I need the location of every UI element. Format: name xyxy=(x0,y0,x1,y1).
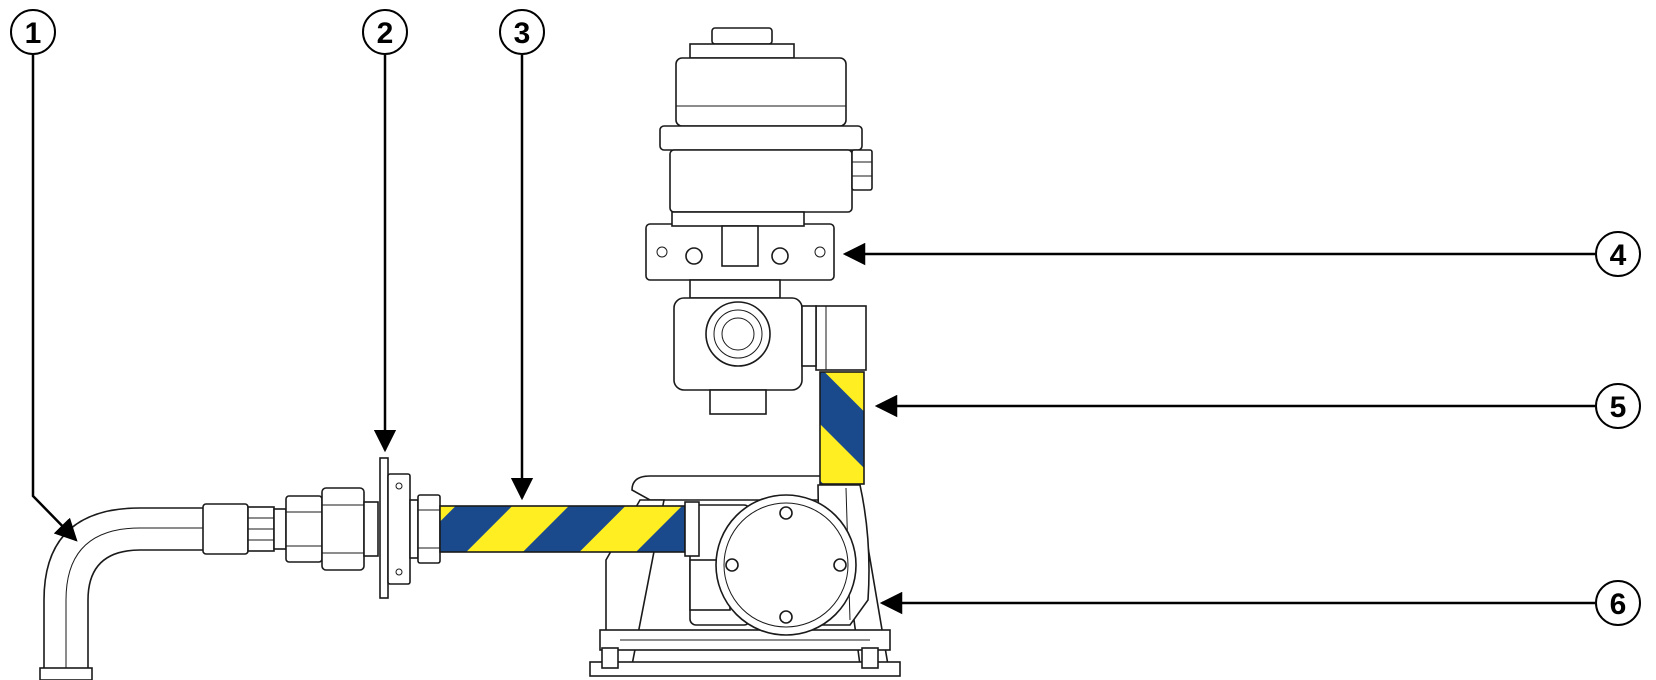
callout-3: 3 xyxy=(499,9,545,55)
callout-2: 2 xyxy=(362,9,408,55)
callout-3-label: 3 xyxy=(514,17,531,50)
callout-6: 6 xyxy=(1595,580,1641,626)
callout-2-label: 2 xyxy=(377,17,394,50)
bulkhead-plate xyxy=(379,457,441,599)
callout-leaders xyxy=(31,55,1595,615)
elbow-pipe xyxy=(39,503,249,680)
callout-4-label: 4 xyxy=(1610,239,1627,272)
striped-horizontal-pipe xyxy=(439,501,700,557)
callout-4: 4 xyxy=(1595,231,1641,277)
pump-motor-housing xyxy=(689,484,870,636)
callout-5-label: 5 xyxy=(1610,391,1627,424)
actuator-valve xyxy=(645,27,873,415)
coupling-assembly xyxy=(247,487,379,571)
callout-6-label: 6 xyxy=(1610,588,1627,621)
callout-5: 5 xyxy=(1595,383,1641,429)
callout-1-label: 1 xyxy=(25,17,42,50)
striped-vertical-pipe xyxy=(815,305,867,485)
callout-1: 1 xyxy=(10,9,56,55)
